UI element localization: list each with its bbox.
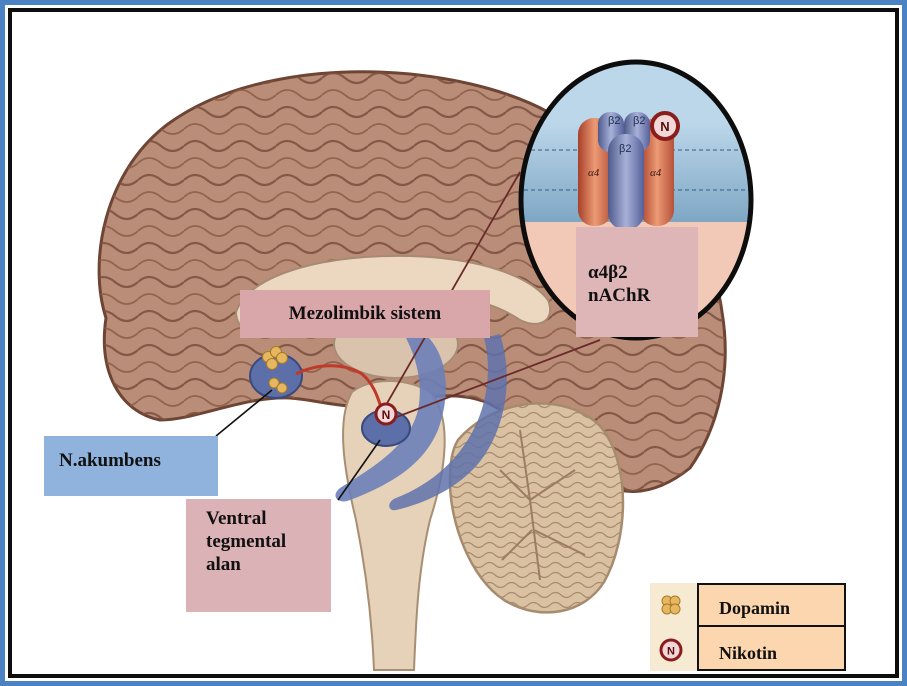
receptor-label-line-2: nAChR <box>588 285 698 308</box>
nucleus-accumbens-label-text: N.akumbens <box>59 450 161 471</box>
vta-label-line-2: tegmental <box>206 531 331 554</box>
svg-text:N: N <box>667 646 675 658</box>
svg-text:β2: β2 <box>608 115 620 127</box>
vta-label-line-3: alan <box>206 554 331 577</box>
nucleus-accumbens-label: N.akumbens <box>44 436 218 496</box>
legend-nicotine-text: Nikotin <box>719 643 777 663</box>
vta-label-line-1: Ventral <box>206 508 331 531</box>
vta-label: Ventral tegmental alan <box>186 499 331 612</box>
svg-text:α4: α4 <box>650 167 662 179</box>
mesolimbic-label-text: Mezolimbik sistem <box>289 303 442 326</box>
nicotine-icon: N <box>658 637 684 663</box>
dopamine-icon <box>658 592 684 618</box>
legend-nicotine: Nikotin <box>697 625 846 671</box>
svg-text:β2: β2 <box>633 115 645 127</box>
svg-text:α4: α4 <box>588 167 600 179</box>
legend-dopamine-text: Dopamin <box>719 598 790 618</box>
legend: Dopamin N Nikotin <box>650 583 846 671</box>
receptor-label: α4β2 nAChR <box>576 227 698 337</box>
receptor-label-line-1: α4β2 <box>588 262 698 285</box>
mesolimbic-label: Mezolimbik sistem <box>240 290 490 338</box>
legend-dopamine: Dopamin <box>697 583 846 627</box>
svg-text:N: N <box>382 408 391 422</box>
svg-text:β2: β2 <box>619 143 631 155</box>
svg-text:N: N <box>660 119 669 134</box>
vta-nicotine-marker: N <box>376 404 396 424</box>
